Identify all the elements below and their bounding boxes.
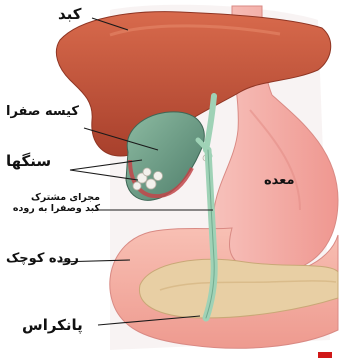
red-corner-marker-icon (318, 352, 332, 358)
label-stones: سنگها (6, 153, 51, 170)
label-small-intestine: روده کوچک (6, 252, 79, 267)
label-stomach: معده (264, 174, 295, 189)
label-pancreas: پانکراس (22, 317, 83, 334)
label-common-duct: مجرای مشترک کبد وصفرا به روده (4, 193, 100, 215)
label-gallbladder: کیسه صفرا (6, 105, 79, 120)
label-common-duct-line2: کبد وصفرا به روده (4, 204, 100, 215)
label-liver: کبد (58, 6, 82, 23)
